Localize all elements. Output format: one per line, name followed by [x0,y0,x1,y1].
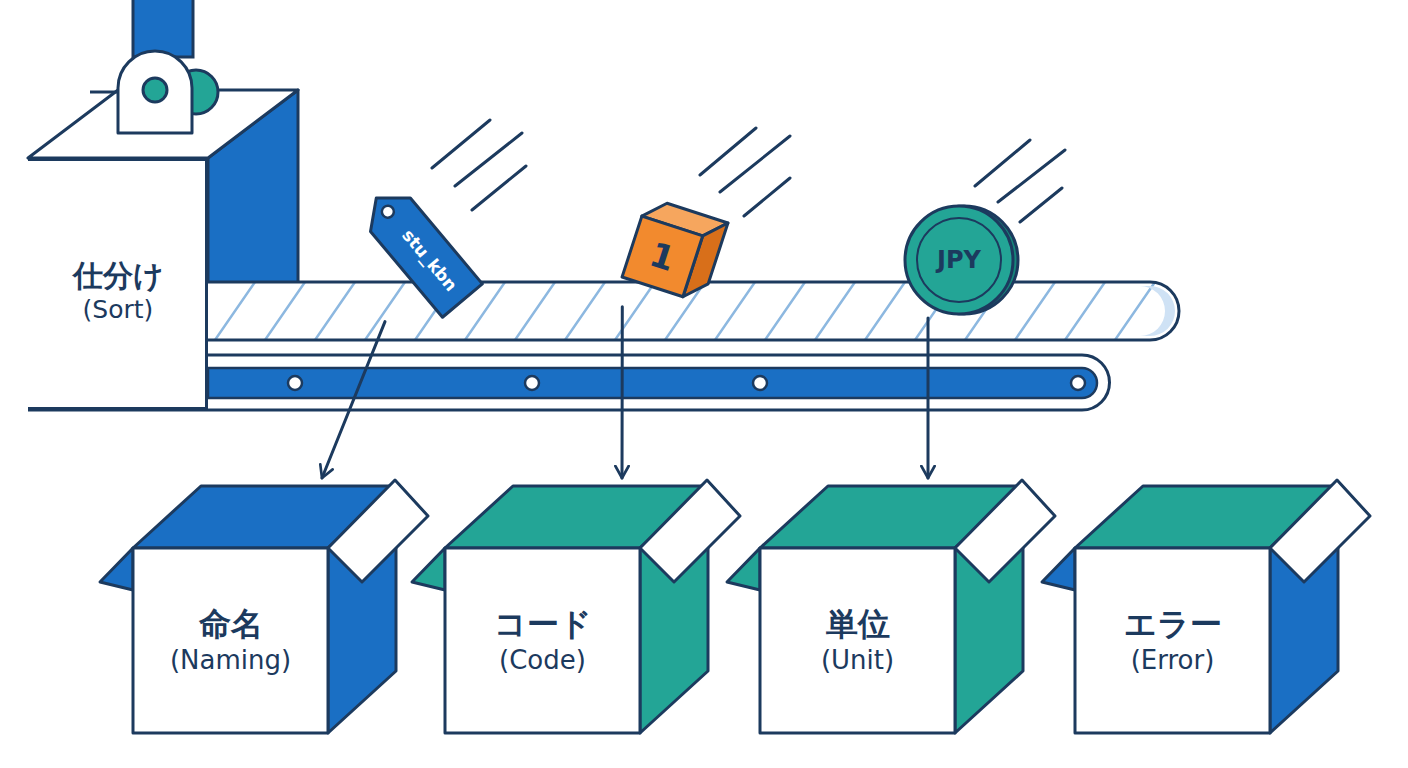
tag-body [356,181,482,317]
node-label: JPY [937,245,981,275]
sorter-machine: 仕分け(Sort) [28,158,208,410]
text-holder: 仕分け(Sort) [28,169,208,413]
flow-arrow [927,318,930,478]
belt-end-shade [1140,286,1175,336]
bin-front [760,548,955,733]
text-holder: JPY [902,202,1016,318]
pivot-line [90,91,118,94]
cube-item: 1 [618,193,731,306]
conveyor-track [208,368,1097,398]
coin-ring [917,218,1001,302]
bin-right-flap [328,480,428,582]
pivot-block [118,51,192,133]
bin-front [1075,548,1270,733]
node-label: 命名 [199,604,263,644]
roller [753,376,767,390]
bin-right-flap [640,480,740,582]
bin-right-flap [955,480,1055,582]
motion-lines-coin [975,140,1065,222]
node-shape [98,478,430,735]
coin-item: JPY [902,202,1018,318]
sort-bin: コード(Code) [410,478,742,735]
tag-hole [379,203,396,220]
flow-arrow [322,322,385,478]
sort-bin: エラー(Error) [1040,478,1372,735]
node-label: (Sort) [83,294,154,325]
node-label: 1 [645,233,681,281]
sort-bin: 単位(Unit) [725,478,1057,735]
pivot-pin [143,78,167,102]
motion-lines-tag [432,120,526,210]
sort-bin: 命名(Naming) [98,478,430,735]
flow-arrow [621,307,624,478]
text-holder: コード(Code) [445,548,640,733]
roller [1071,376,1085,390]
bin-left-flap [1042,548,1075,590]
node-label: (Error) [1131,644,1215,677]
bin-left-flap [100,548,133,590]
bin-left-flap [727,548,760,590]
bin-front [445,548,640,733]
node-label: エラー [1124,604,1222,644]
text-holder: 命名(Naming) [133,548,328,733]
node-label: コード [494,604,592,644]
text-holder: エラー(Error) [1075,548,1270,733]
motion-lines-cube [700,128,790,216]
node-shape [725,478,1057,735]
node-label: stu_kbn [397,225,461,296]
roller [525,376,539,390]
node-label: (Naming) [170,644,291,677]
cube-front [622,216,703,297]
coin-face [905,206,1013,314]
node-label: (Unit) [821,644,894,677]
bin-left-flap [412,548,445,590]
roller [288,376,302,390]
node-label: 仕分け [73,257,164,295]
machine-arm [133,0,193,57]
node-label: 単位 [826,604,890,644]
bin-front [133,548,328,733]
text-holder: 単位(Unit) [760,548,955,733]
tag-item: stu_kbn [354,178,487,321]
bin-right-flap [1270,480,1370,582]
node-label: (Code) [499,644,586,677]
